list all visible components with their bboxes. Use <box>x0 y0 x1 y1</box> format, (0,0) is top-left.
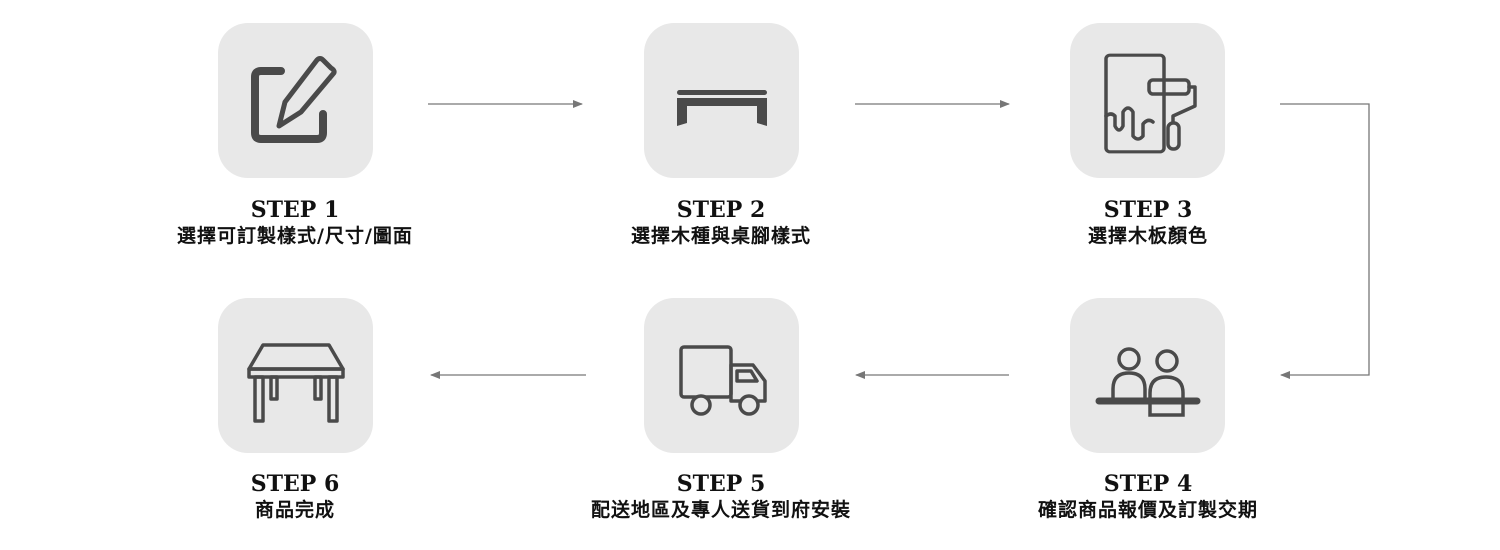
step-description: 選擇木板顏色 <box>1087 225 1208 247</box>
step-5-label: STEP 5 配送地區及專人送貨到府安裝 <box>541 471 901 523</box>
table-frame-icon <box>676 89 767 126</box>
step-3-label: STEP 3 選擇木板顏色 <box>968 197 1328 249</box>
step-2-tile <box>644 23 799 178</box>
step-description: 確認商品報價及訂製交期 <box>1037 499 1258 521</box>
step-2-label: STEP 2 選擇木種與桌腳樣式 <box>541 197 901 249</box>
people-meeting-icon <box>1095 346 1200 417</box>
step-description: 配送地區及專人送貨到府安裝 <box>590 499 851 521</box>
step-title: STEP 6 <box>250 471 340 497</box>
pencil-edit-icon <box>250 55 337 143</box>
step-title: STEP 1 <box>250 197 340 223</box>
table-icon <box>246 342 345 423</box>
step-title: STEP 2 <box>676 197 766 223</box>
step-1-label: STEP 1 選擇可訂製樣式/尺寸/圖面 <box>115 197 475 249</box>
step-4-tile <box>1070 298 1225 453</box>
step-3-tile <box>1070 23 1225 178</box>
step-description: 商品完成 <box>254 499 335 521</box>
step-title: STEP 3 <box>1103 197 1193 223</box>
paint-roller-icon <box>1103 53 1197 153</box>
step-title: STEP 4 <box>1103 471 1193 497</box>
step-description: 選擇可訂製樣式/尺寸/圖面 <box>177 225 413 247</box>
step-5-tile <box>644 298 799 453</box>
step-title: STEP 5 <box>676 471 766 497</box>
step-1-tile <box>218 23 373 178</box>
step-description: 選擇木種與桌腳樣式 <box>630 225 811 247</box>
step-6-tile <box>218 298 373 453</box>
step-6-label: STEP 6 商品完成 <box>115 471 475 523</box>
delivery-truck-icon <box>678 344 767 416</box>
step-4-label: STEP 4 確認商品報價及訂製交期 <box>968 471 1328 523</box>
